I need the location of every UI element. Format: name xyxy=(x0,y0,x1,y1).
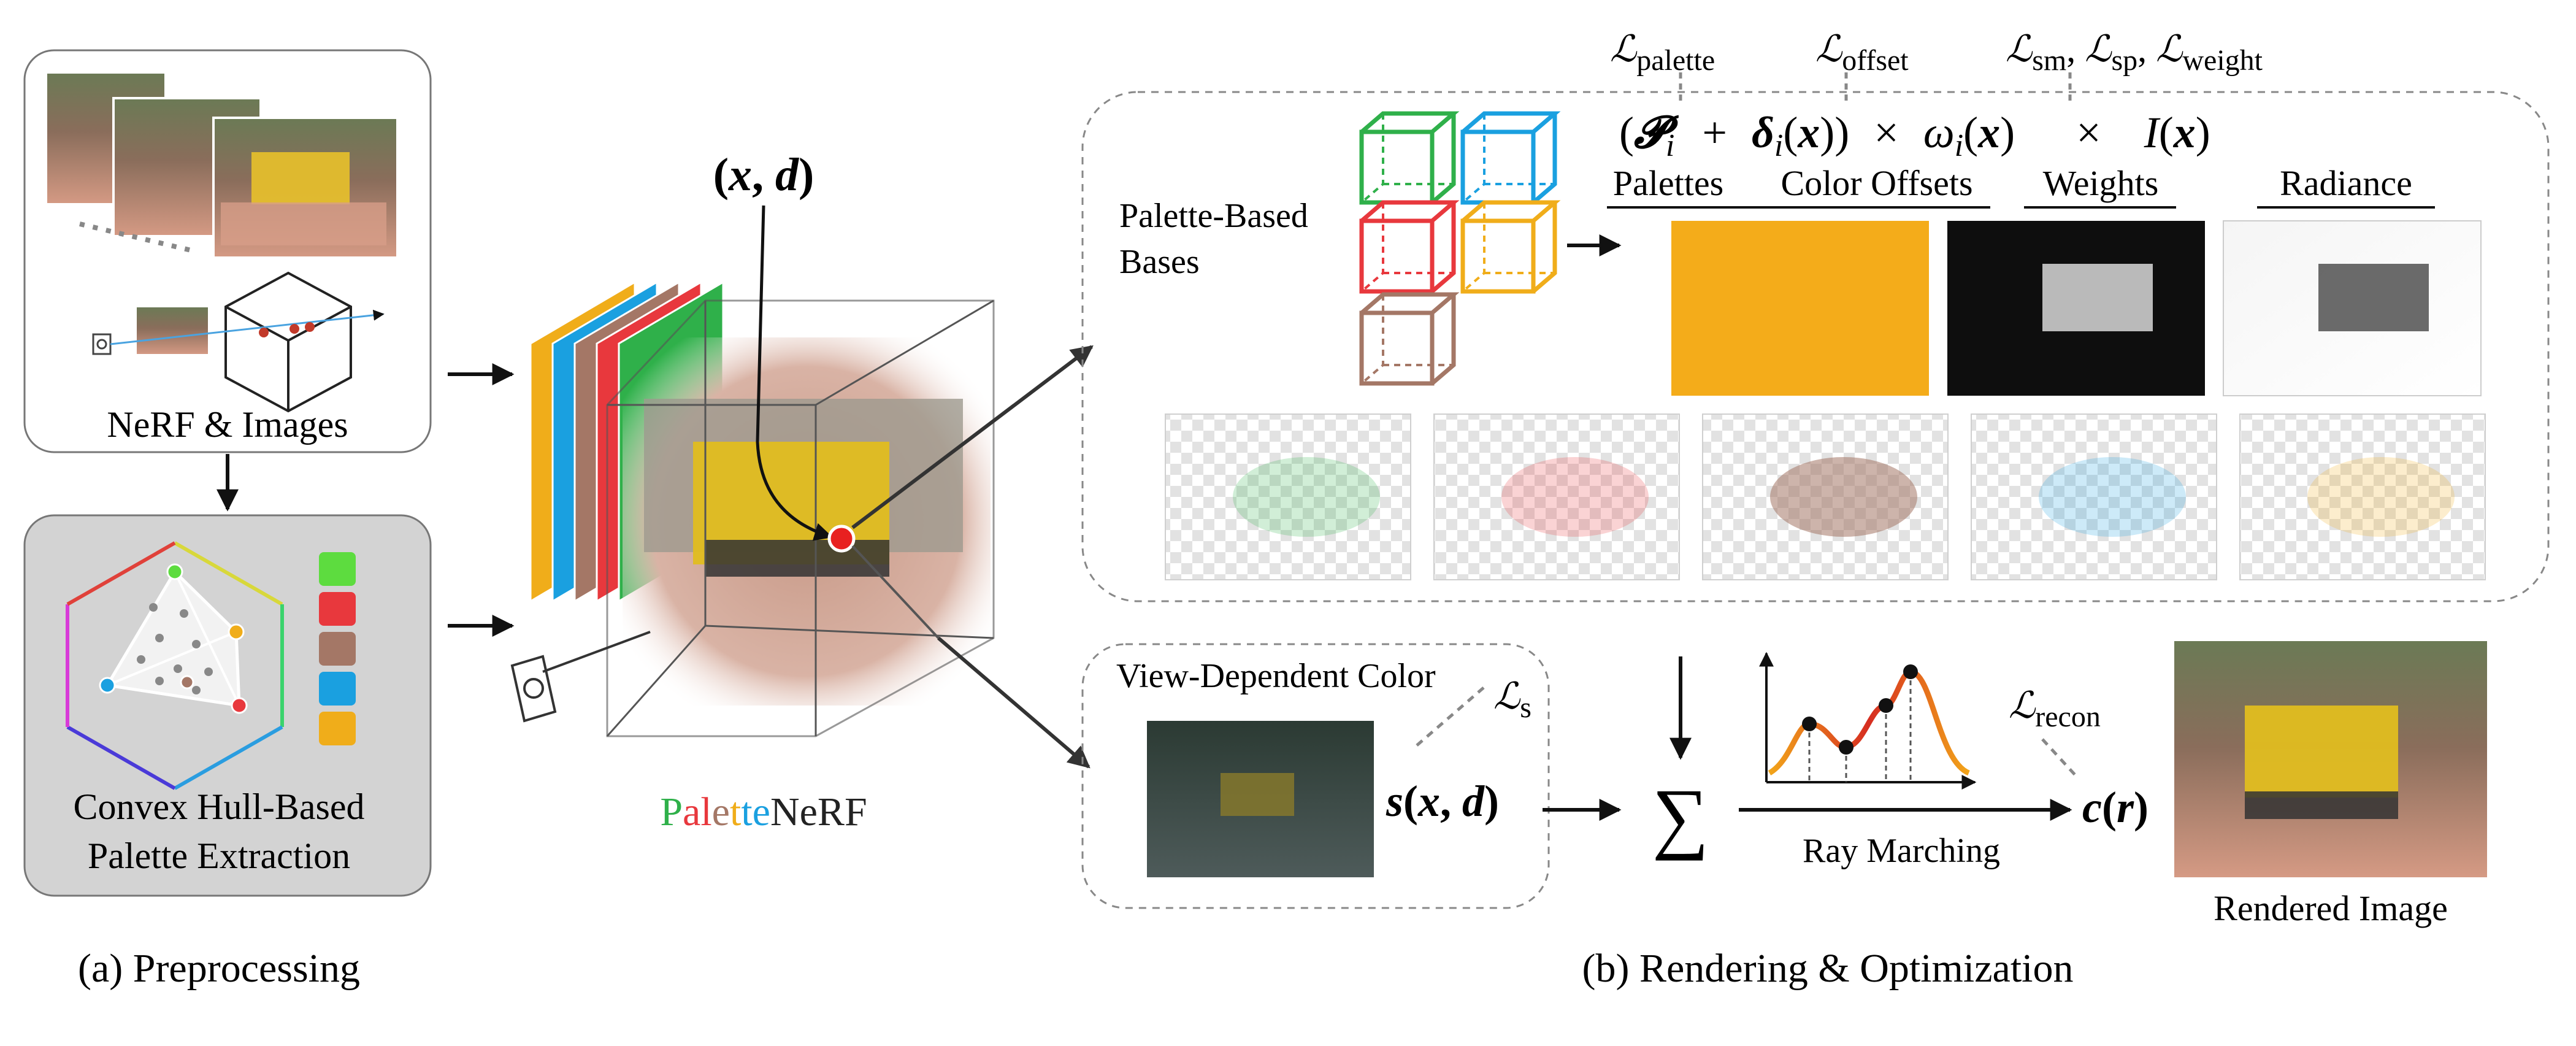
ray-sample-point xyxy=(259,328,269,337)
input-ray xyxy=(756,205,833,541)
exit-ray xyxy=(851,545,940,639)
basis-cube xyxy=(1359,292,1460,386)
hull-label-line2: Palette Extraction xyxy=(88,836,350,876)
palette-swatch xyxy=(319,712,356,745)
basis-cube xyxy=(1359,200,1460,294)
ray-sample-point xyxy=(289,324,299,334)
loss-s: ℒs xyxy=(1493,675,1531,724)
preprocessing-panel: NeRF & Images C xyxy=(23,49,432,991)
view-dependent-image-detail xyxy=(1221,773,1294,816)
palette-swatches xyxy=(319,552,356,745)
center-panel: (x, d) PaletteNeRF xyxy=(448,149,1094,834)
ray-marching-label: Ray Marching xyxy=(1803,832,2000,870)
convex-hull xyxy=(99,563,248,714)
title-letter: N xyxy=(770,790,800,834)
bases-cubes xyxy=(1359,111,1561,386)
base-layers-row xyxy=(1165,413,2486,580)
rendered-image-detail xyxy=(2245,791,2398,819)
camera-icon xyxy=(510,631,651,723)
rendering-caption: (b) Rendering & Optimization xyxy=(1582,946,2074,991)
ray-sample-point xyxy=(305,322,315,332)
base-layer-image xyxy=(2239,413,2486,580)
view-dependent-label: View-Dependent Color xyxy=(1116,657,1436,695)
title-letter: t xyxy=(741,790,752,834)
loss-recon-connector xyxy=(2041,738,2077,777)
palette-map xyxy=(1671,221,1929,396)
title-letter: e xyxy=(753,790,770,834)
nerf-cube-icon xyxy=(224,271,352,413)
title-letter: e xyxy=(800,790,818,834)
base-layer-image xyxy=(1165,413,1411,580)
radiance-map-detail xyxy=(2318,264,2429,331)
loss-s-connector xyxy=(1416,686,1485,747)
palettenerf-title: PaletteNeRF xyxy=(660,790,867,834)
base-layer-content xyxy=(1501,457,1649,537)
s-function: s(x, d) xyxy=(1386,777,1499,826)
basis-cube xyxy=(1460,200,1561,294)
ray-image-thumbnail xyxy=(136,306,209,355)
basis-cube xyxy=(1359,111,1460,205)
loss-recon: ℒrecon xyxy=(2009,684,2101,733)
hull-label-line1: Convex Hull-Based xyxy=(74,786,365,827)
input-label: (x, d) xyxy=(713,149,815,201)
sum-symbol: ∑ xyxy=(1652,773,1709,861)
preprocessing-caption: (a) Preprocessing xyxy=(78,946,360,991)
arrow-to-view-dependent xyxy=(937,636,1091,769)
base-layer-content xyxy=(1233,457,1380,537)
title-letter: R xyxy=(818,790,845,834)
sample-point xyxy=(827,525,856,553)
title-letter: F xyxy=(845,790,867,834)
nerf-images-label: NeRF & Images xyxy=(107,404,348,445)
rendered-image-label: Rendered Image xyxy=(2214,888,2448,928)
density-plot xyxy=(1759,652,1977,790)
basis-cube xyxy=(1460,111,1561,205)
title-letter: P xyxy=(660,790,683,834)
rendered-image-detail xyxy=(2245,706,2398,798)
palette-swatch xyxy=(319,592,356,626)
title-letter: a xyxy=(683,790,700,834)
bases-label-line2: Bases xyxy=(1119,243,1200,281)
rendering-panel: ℒpalette ℒoffset ℒsm, ℒsp, ℒweight (𝓟i+δ… xyxy=(1081,28,2550,991)
view-dependent-box xyxy=(1081,643,1550,909)
palette-equation: (𝓟i+δi(x))×ωi(x)×I(x) xyxy=(1619,108,2210,163)
palette-swatch xyxy=(319,672,356,706)
term-palettes: Palettes xyxy=(1613,163,1723,203)
base-layer-image xyxy=(1971,413,2217,580)
palette-swatch xyxy=(319,632,356,666)
sample-ray xyxy=(110,309,385,345)
arrow-to-bases xyxy=(851,345,1094,529)
title-letter: l xyxy=(700,790,711,834)
term-weights: Weights xyxy=(2043,163,2159,203)
loss-connectors xyxy=(1679,72,2072,101)
bases-box xyxy=(1081,91,2550,602)
scene-cube xyxy=(606,299,995,737)
loss-sm-sp-weight: ℒsm, ℒsp, ℒweight xyxy=(2006,28,2263,77)
base-layer-image xyxy=(1433,413,1680,580)
term-color-offsets: Color Offsets xyxy=(1781,163,1972,203)
title-letter: e xyxy=(712,790,730,834)
loss-palette: ℒpalette xyxy=(1610,28,1715,77)
bases-label-line1: Palette-Based xyxy=(1119,197,1308,235)
base-layer-content xyxy=(2039,457,2186,537)
term-radiance: Radiance xyxy=(2280,163,2412,203)
weights-map-detail xyxy=(2042,264,2153,331)
color-hexagon xyxy=(66,541,284,790)
title-letter: t xyxy=(730,790,741,834)
input-photos xyxy=(45,71,399,259)
color-output: c(r) xyxy=(2082,783,2149,832)
loss-offset: ℒoffset xyxy=(1815,28,1909,77)
palette-swatch xyxy=(319,552,356,586)
base-layer-content xyxy=(2307,457,2455,537)
base-layer-content xyxy=(1770,457,1917,537)
